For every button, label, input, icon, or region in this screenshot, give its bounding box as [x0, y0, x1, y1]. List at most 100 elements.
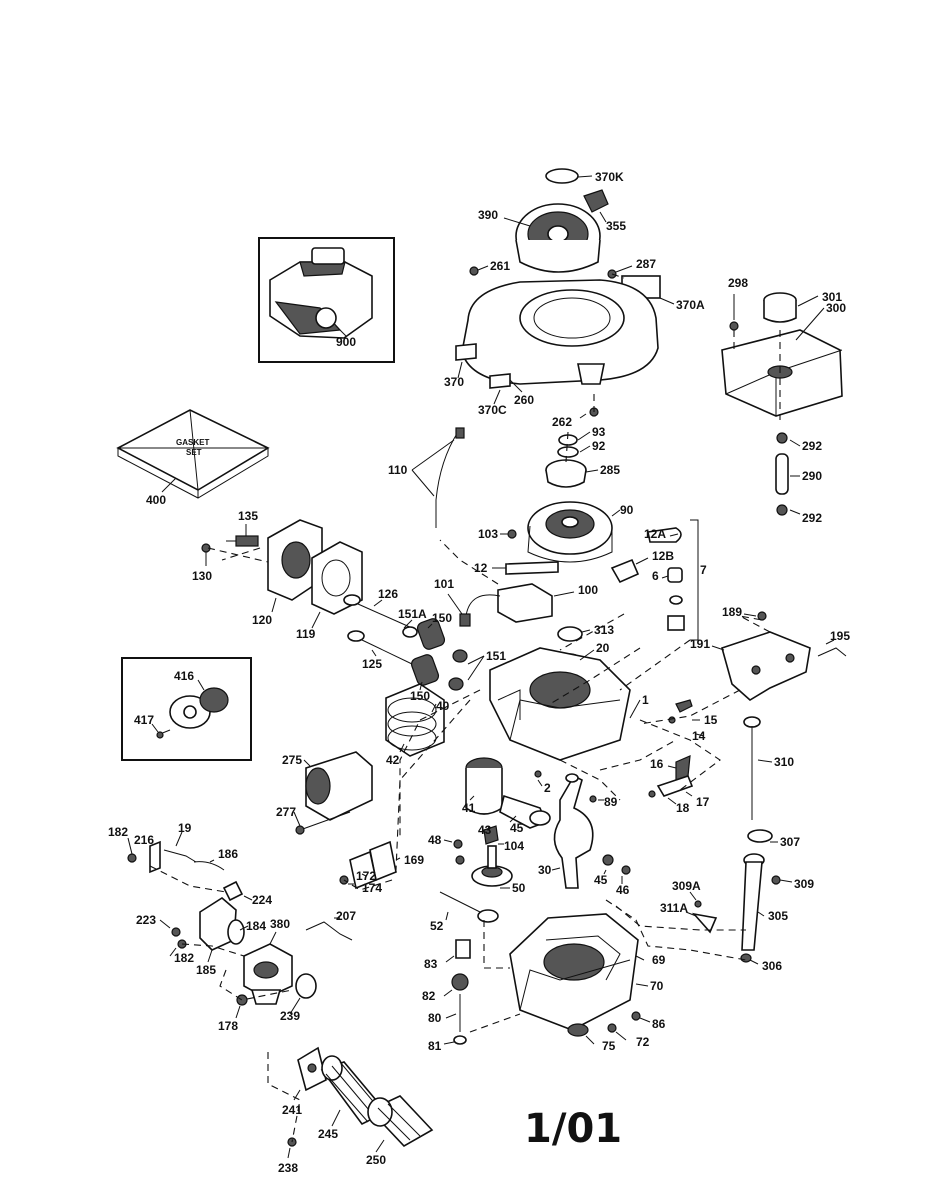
gasket-label-line1: GASKET [176, 438, 209, 447]
piston-41 [465, 757, 503, 815]
screw-223 [171, 927, 181, 937]
part-12A [647, 527, 682, 543]
label-172: 172 [356, 869, 376, 883]
label-81: 81 [428, 1039, 442, 1053]
label-207: 207 [336, 909, 356, 923]
label-311A: 311A [660, 901, 688, 915]
label-417: 417 [134, 713, 154, 727]
crankshaft-30 [553, 773, 594, 889]
cylinder-block-1 [489, 647, 631, 761]
label-290: 290 [802, 469, 822, 483]
gasket-set-400 [116, 409, 270, 499]
label-239: 239 [280, 1009, 300, 1023]
label-41: 41 [462, 801, 476, 815]
screw-48-lower [455, 855, 465, 865]
label-301: 301 [822, 290, 842, 304]
gasket-239 [295, 973, 317, 999]
gasket-label-line2: SET [186, 448, 202, 457]
gasket-184 [227, 919, 245, 945]
part-311A [691, 912, 718, 934]
label-370K: 370K [595, 170, 624, 184]
screw-72 [607, 1023, 617, 1033]
spring-150-lower [410, 654, 440, 686]
label-75: 75 [602, 1039, 616, 1053]
label-89: 89 [604, 795, 618, 809]
label-191: 191 [690, 637, 710, 651]
part-370K [545, 168, 579, 184]
dipstick-310 [743, 716, 761, 820]
label-92: 92 [592, 439, 606, 453]
part-12B [610, 558, 640, 584]
label-298: 298 [728, 276, 748, 290]
label-101: 101 [434, 577, 454, 591]
decal-370C [489, 373, 511, 389]
part-89 [589, 795, 597, 803]
part-15 [675, 699, 693, 713]
screw-298 [729, 321, 739, 331]
label-14: 14 [692, 729, 706, 743]
flywheel-90 [527, 501, 613, 563]
screw-48-upper [453, 839, 463, 849]
label-313: 313 [594, 623, 614, 637]
part-45-b [602, 854, 614, 866]
fuel-tank-300 [721, 329, 843, 417]
label-82: 82 [422, 989, 436, 1003]
part-186 [193, 861, 225, 871]
label-370A: 370A [676, 298, 705, 312]
label-310: 310 [774, 755, 794, 769]
retainer-151-upper [452, 649, 468, 663]
shaft-52 [439, 891, 499, 923]
label-370C: 370C [478, 403, 507, 417]
recoil-starter-390 [515, 203, 601, 273]
label-184: 184 [246, 919, 266, 933]
label-309A: 309A [672, 879, 701, 893]
label-135: 135 [238, 509, 258, 523]
spark-plug-135 [226, 535, 259, 547]
label-19: 19 [178, 821, 192, 835]
label-42: 42 [386, 753, 400, 767]
ignition-module-100 [459, 583, 553, 627]
gasket-69 [545, 935, 621, 981]
handle-355 [583, 189, 609, 213]
gear-82 [451, 973, 469, 991]
connecting-rod-45 [499, 794, 551, 829]
part-75 [567, 1023, 589, 1037]
label-18: 18 [676, 801, 690, 815]
label-120: 120 [252, 613, 272, 627]
carburetor-380 [243, 943, 293, 1005]
gasket-172 [349, 850, 377, 890]
label-150-lower: 150 [410, 689, 430, 703]
label-151A: 151A [398, 607, 427, 621]
label-241: 241 [282, 1103, 302, 1117]
label-52: 52 [430, 919, 444, 933]
label-2: 2 [544, 781, 551, 795]
part-151A [402, 626, 418, 638]
label-285: 285 [600, 463, 620, 477]
label-40: 40 [436, 699, 450, 713]
screw-417 [156, 729, 171, 739]
label-400: 400 [146, 493, 166, 507]
label-260: 260 [514, 393, 534, 407]
label-216: 216 [134, 833, 154, 847]
screw-309 [771, 875, 781, 885]
oring-307 [747, 829, 773, 843]
label-103: 103 [478, 527, 498, 541]
label-125: 125 [362, 657, 382, 671]
label-12: 12 [474, 561, 488, 575]
label-119: 119 [296, 627, 316, 641]
parts-6 [667, 567, 685, 631]
label-189: 189 [722, 605, 742, 619]
label-238: 238 [278, 1161, 298, 1175]
label-277: 277 [276, 805, 296, 819]
leader-lines [127, 175, 835, 1159]
muffler-275 [305, 751, 373, 821]
part-416 [169, 687, 229, 729]
label-224: 224 [252, 893, 272, 907]
engine-inset-box [258, 237, 395, 363]
label-250: 250 [366, 1153, 386, 1167]
cam-gear-50 [471, 845, 513, 887]
label-83: 83 [424, 957, 438, 971]
label-178: 178 [218, 1019, 238, 1033]
link-207 [305, 921, 353, 941]
